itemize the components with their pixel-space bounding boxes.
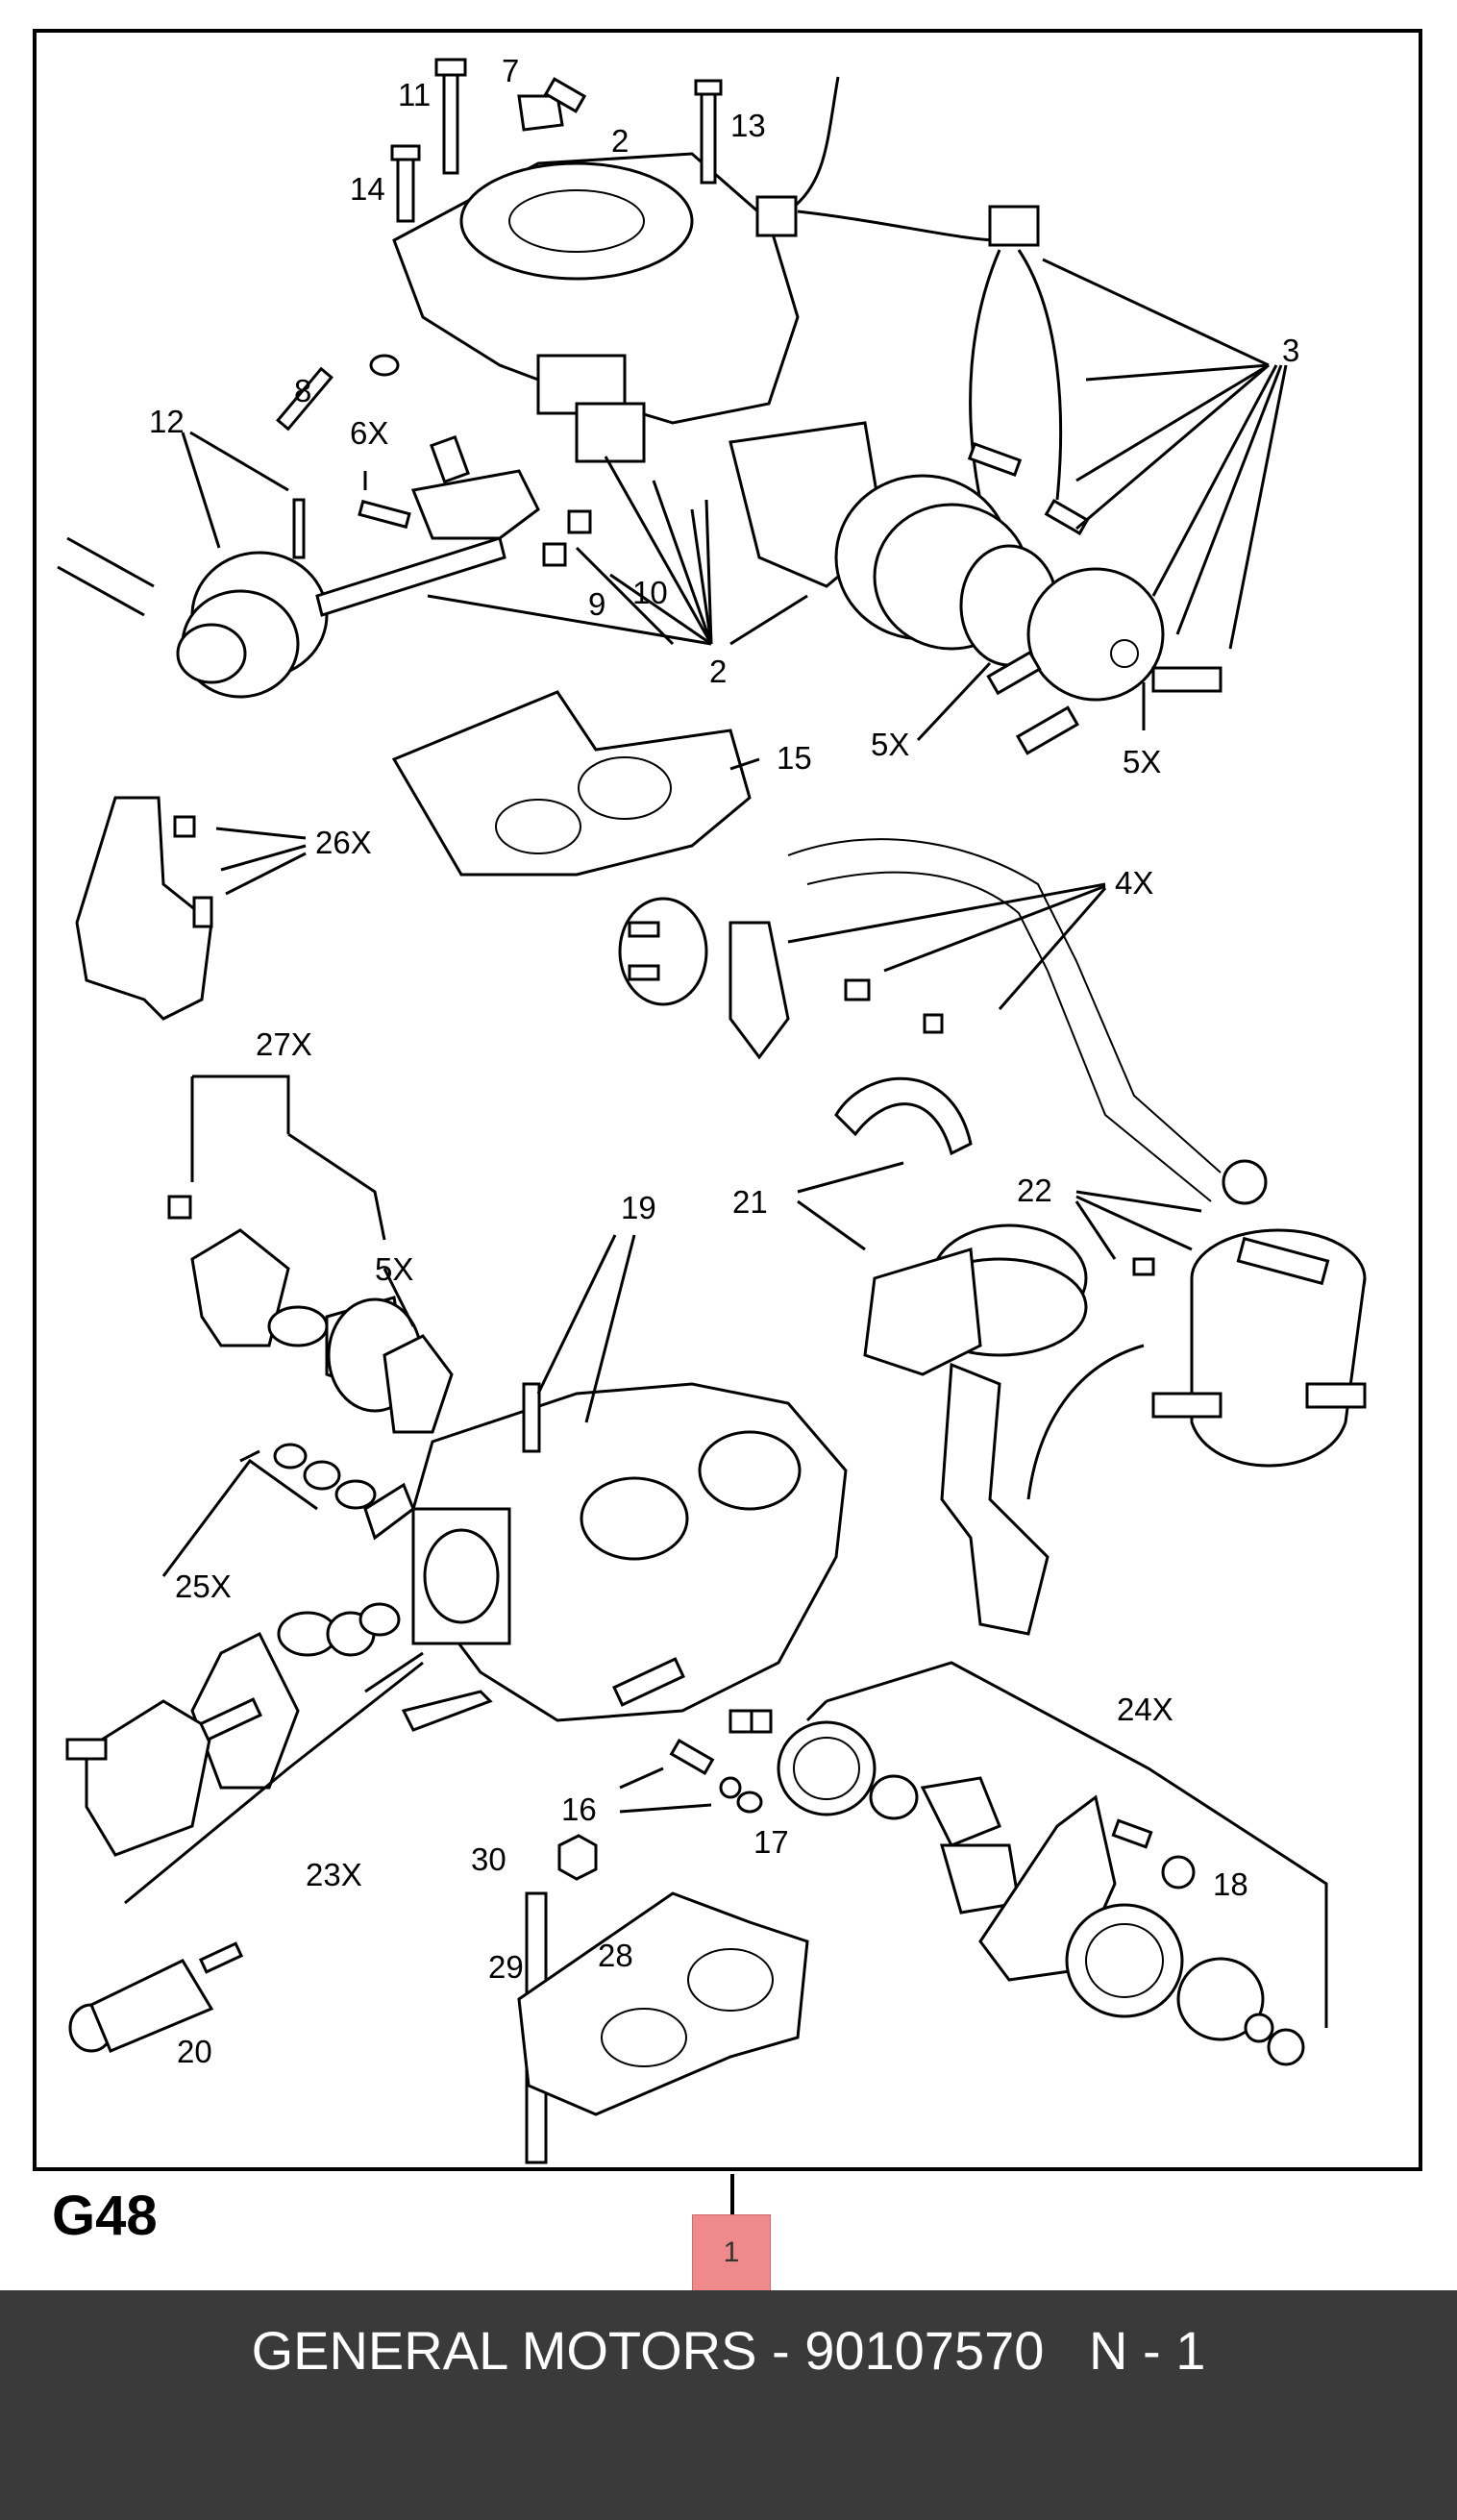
gasket-15: [391, 690, 752, 877]
throttle-positioner-5x: [728, 421, 1222, 755]
screw-14: [390, 144, 421, 223]
choke-spring-24x: [777, 1720, 1305, 2066]
screw-11: [434, 58, 467, 175]
jet-16-17: [669, 1739, 763, 1814]
callout-label: 24X: [1117, 1692, 1173, 1727]
linkage-6x: [358, 434, 540, 540]
section-code: G48: [52, 2185, 158, 2247]
carburetor-top-body: [392, 152, 800, 463]
vacuum-hose-4x: [618, 838, 1268, 1205]
choke-housing-22: [1132, 1228, 1367, 1468]
callout-label: 23X: [306, 1857, 362, 1892]
connector-wiring: [755, 76, 1063, 501]
bracket-26x: [75, 796, 213, 1021]
callout-label: 30: [471, 1841, 506, 1877]
callout-label: 2: [611, 123, 629, 159]
callout-label: 26X: [315, 825, 372, 860]
callout-label: 5X: [375, 1251, 413, 1287]
callout-label: 28: [598, 1938, 633, 1973]
callout-label: 19: [621, 1190, 656, 1225]
callout-label: 14: [350, 171, 385, 207]
callout-label: 8: [294, 373, 311, 408]
callout-label: 13: [730, 108, 766, 143]
footer-bar: GENERAL MOTORS - 90107570 N - 1: [0, 2290, 1457, 2520]
callout-label: 5X: [1123, 744, 1161, 779]
callout-labels: 11 7 2 13 14 3 8 6X 12 10 9 2 15 5X 5X 2…: [149, 53, 1299, 2069]
callout-label: 17: [753, 1824, 789, 1860]
callout-label: 29: [488, 1949, 524, 1985]
reference-badge[interactable]: 1: [692, 2214, 771, 2291]
choke-pulloff-21: [863, 1223, 1145, 1636]
callout-label: 22: [1017, 1173, 1052, 1208]
callout-label: 11: [398, 77, 431, 112]
exploded-parts-diagram: 11 7 2 13 14 3 8 6X 12 10 9 2 15 5X 5X 2…: [57, 53, 1367, 2164]
callout-label: 7: [502, 53, 519, 88]
diagram-frame: [33, 29, 1422, 2171]
leader-lines: [124, 258, 1328, 2028]
main-carb-body: [411, 1382, 848, 1734]
sensor-7: [517, 77, 587, 132]
seals-25x: [273, 1443, 415, 1541]
callout-label: 9: [588, 586, 605, 622]
footer-part-number: GENERAL MOTORS - 90107570 N - 1: [251, 2320, 1206, 2381]
solenoid-20: [68, 1941, 244, 2053]
callout-label: 18: [1213, 1866, 1248, 1902]
callout-label: 12: [149, 404, 185, 439]
callout-label: 27X: [256, 1026, 312, 1062]
screw-13: [694, 79, 723, 185]
clip-22: [834, 1076, 973, 1156]
vacuum-actuator-12: [57, 498, 506, 699]
callout-label: 15: [777, 740, 812, 776]
accelerator-pump-27x: [167, 1195, 454, 1434]
callout-label: 3: [1282, 333, 1299, 368]
pin-8: [276, 354, 400, 432]
reference-tick: [730, 2174, 734, 2214]
callout-label: 4X: [1115, 865, 1153, 901]
callout-label: 20: [177, 2034, 212, 2069]
callout-label: 10: [632, 575, 668, 610]
enrichment-valve-23x: [65, 1602, 493, 1857]
callout-label: 16: [561, 1791, 597, 1827]
callout-label: 2: [709, 654, 727, 689]
callout-label: 5X: [871, 727, 909, 762]
callout-label: 21: [732, 1184, 768, 1220]
gasket-28: [517, 1891, 809, 2116]
callout-label: 6X: [350, 415, 388, 451]
small-parts-9-10: [542, 509, 592, 567]
callout-label: 25X: [175, 1569, 232, 1604]
